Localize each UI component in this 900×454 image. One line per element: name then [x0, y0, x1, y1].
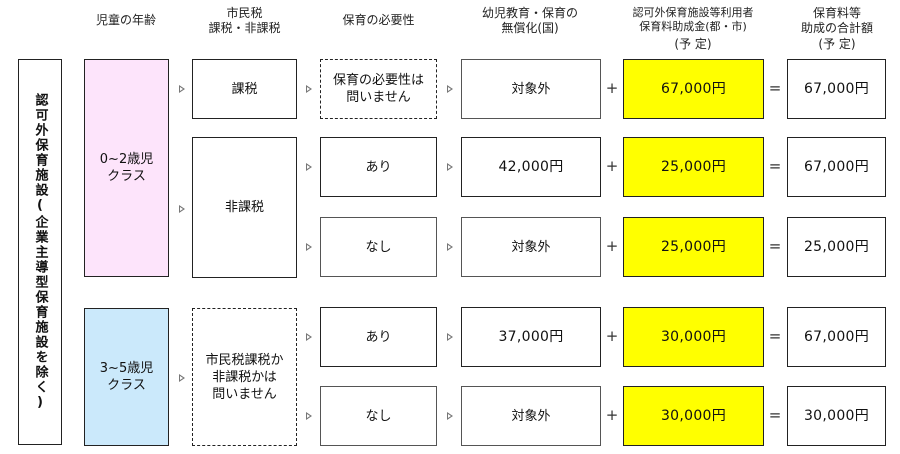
total-row-3-text: 25,000円	[803, 238, 870, 255]
free-row-4: 37,000円	[461, 307, 601, 367]
free-row-3-text: 対象外	[511, 239, 551, 255]
subsidy-row-1-text: 67,000円	[660, 80, 727, 97]
total-row-2-text: 67,000円	[803, 158, 870, 175]
header-free-line2: 無償化(国)	[501, 21, 559, 35]
need-row-3-text: なし	[365, 239, 392, 255]
header-free: 幼児教育・保育の 無償化(国)	[455, 6, 605, 36]
need-row-1-line1: 保育の必要性は	[332, 73, 424, 88]
total-row-1-text: 67,000円	[803, 80, 870, 97]
header-subsidy-line3: (予 定)	[674, 37, 712, 51]
arrow-right-icon	[179, 205, 185, 213]
total-row-3: 25,000円	[787, 217, 886, 277]
equals-icon: =	[768, 79, 782, 97]
plus-icon: +	[605, 406, 619, 424]
free-row-5-text: 対象外	[511, 408, 551, 424]
arrow-right-icon	[447, 163, 453, 171]
need-row-4-text: あり	[365, 329, 392, 345]
header-need: 保育の必要性	[320, 13, 437, 28]
arrow-right-icon	[306, 163, 312, 171]
tax-status-any-line3: 問いません	[212, 386, 277, 402]
total-row-5: 30,000円	[787, 386, 886, 446]
need-row-2-text: あり	[365, 159, 392, 175]
age-group-infant: 0~2歳児 クラス	[84, 59, 169, 277]
need-row-1: 保育の必要性は 問いません	[320, 59, 437, 119]
total-row-2: 67,000円	[787, 137, 886, 197]
age-group-preschool-line1: 3~5歳児	[99, 361, 154, 376]
header-need-text: 保育の必要性	[342, 13, 415, 27]
need-row-4: あり	[320, 307, 437, 367]
subsidy-row-5-text: 30,000円	[660, 407, 727, 424]
arrow-right-icon	[447, 333, 453, 341]
plus-icon: +	[605, 327, 619, 345]
need-row-1-line2: 問いません	[346, 90, 411, 105]
subsidy-row-3-text: 25,000円	[660, 238, 727, 255]
arrow-right-icon	[447, 243, 453, 251]
free-row-2-text: 42,000円	[498, 158, 564, 175]
facility-label-box: 認可外保育施設(企業主導型保育施設を除く)	[18, 59, 62, 445]
tax-status-any: 市民税課税か 非課税かは 問いません	[192, 308, 297, 446]
need-row-5-text: なし	[365, 408, 392, 424]
header-age-text: 児童の年齢	[95, 13, 156, 27]
arrow-right-icon	[447, 85, 453, 93]
header-tax-line2: 課税・非課税	[208, 21, 281, 35]
plus-icon: +	[605, 79, 619, 97]
total-row-5-text: 30,000円	[803, 407, 870, 424]
subsidy-row-3: 25,000円	[623, 217, 764, 277]
equals-icon: =	[768, 406, 782, 424]
header-total-line1: 保育料等	[812, 6, 861, 20]
plus-icon: +	[605, 237, 619, 255]
subsidy-row-2-text: 25,000円	[660, 158, 727, 175]
total-row-1: 67,000円	[787, 59, 886, 119]
arrow-right-icon	[306, 412, 312, 420]
subsidy-row-4-text: 30,000円	[660, 328, 727, 345]
header-tax-line1: 市民税	[226, 6, 263, 20]
header-age: 児童の年齢	[84, 13, 168, 28]
tax-status-nontaxed-text: 非課税	[224, 200, 264, 215]
age-group-infant-line1: 0~2歳児	[99, 152, 154, 167]
subsidy-row-1: 67,000円	[623, 59, 764, 119]
free-row-3: 対象外	[461, 217, 601, 277]
equals-icon: =	[768, 157, 782, 175]
age-group-preschool: 3~5歳児 クラス	[84, 308, 169, 446]
header-total: 保育料等 助成の合計額 (予 定)	[782, 6, 892, 52]
header-subsidy: 認可外保育施設等利用者 保育料助成金(都・市) (予 定)	[613, 6, 773, 51]
equals-icon: =	[768, 237, 782, 255]
free-row-1-text: 対象外	[511, 81, 551, 97]
total-row-4-text: 67,000円	[803, 328, 870, 345]
header-subsidy-line2: 保育料助成金(都・市)	[639, 20, 747, 33]
tax-status-nontaxed: 非課税	[192, 137, 297, 278]
equals-icon: =	[768, 327, 782, 345]
subsidy-row-5: 30,000円	[623, 386, 764, 446]
plus-icon: +	[605, 157, 619, 175]
arrow-right-icon	[179, 374, 185, 382]
header-total-line3: (予 定)	[818, 37, 856, 51]
age-group-preschool-line2: クラス	[107, 378, 146, 393]
free-row-5: 対象外	[461, 386, 601, 446]
tax-status-any-line2: 非課税かは	[212, 369, 277, 385]
subsidy-row-2: 25,000円	[623, 137, 764, 197]
header-subsidy-line1: 認可外保育施設等利用者	[632, 6, 754, 19]
facility-label: 認可外保育施設(企業主導型保育施設を除く)	[32, 92, 48, 412]
total-row-4: 67,000円	[787, 307, 886, 367]
subsidy-row-4: 30,000円	[623, 307, 764, 367]
arrow-right-icon	[306, 243, 312, 251]
tax-status-any-line1: 市民税課税か	[205, 352, 284, 368]
header-free-line1: 幼児教育・保育の	[481, 6, 578, 20]
header-total-line2: 助成の合計額	[800, 21, 873, 35]
need-row-3: なし	[320, 217, 437, 277]
arrow-right-icon	[179, 85, 185, 93]
free-row-4-text: 37,000円	[498, 328, 564, 345]
tax-status-taxed: 課税	[192, 59, 297, 119]
arrow-right-icon	[306, 333, 312, 341]
need-row-2: あり	[320, 137, 437, 197]
age-group-infant-line2: クラス	[107, 169, 146, 184]
arrow-right-icon	[306, 85, 312, 93]
need-row-5: なし	[320, 386, 437, 446]
arrow-right-icon	[447, 412, 453, 420]
tax-status-taxed-text: 課税	[231, 81, 258, 97]
header-tax: 市民税 課税・非課税	[192, 6, 297, 36]
free-row-2: 42,000円	[461, 137, 601, 197]
free-row-1: 対象外	[461, 59, 601, 119]
